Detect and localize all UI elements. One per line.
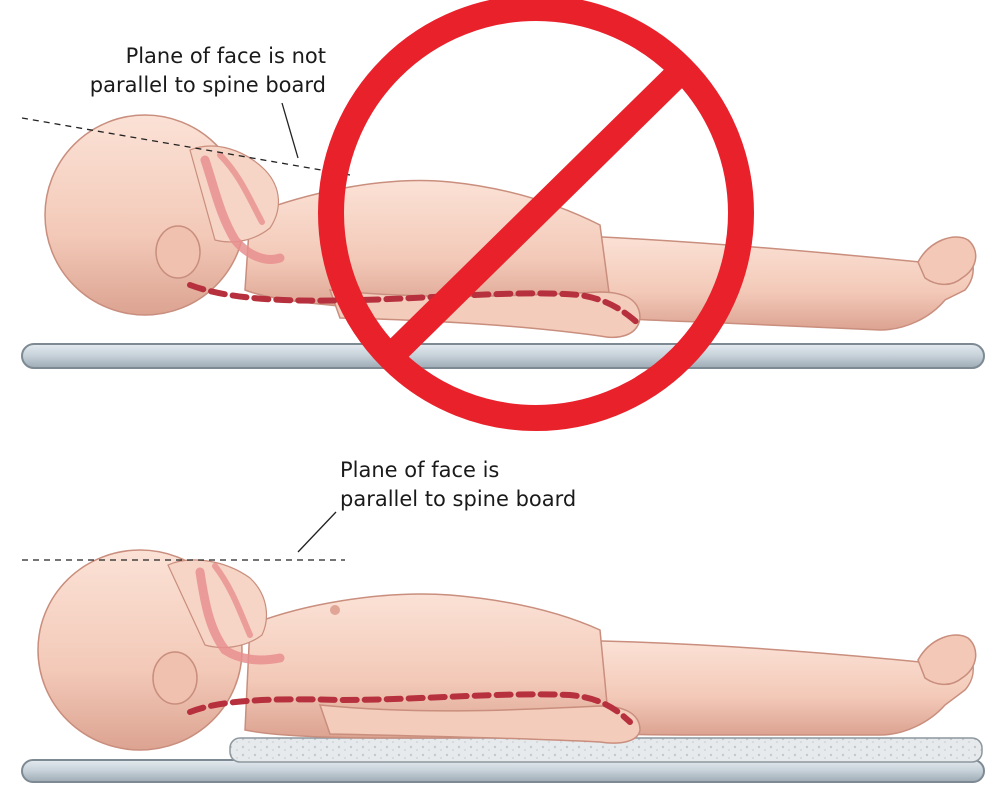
annotation-not-parallel-line2: parallel to spine board xyxy=(90,71,326,100)
infant-figure-bottom xyxy=(38,550,976,750)
annotation-not-parallel: Plane of face is not parallel to spine b… xyxy=(90,42,326,100)
leader-line-bottom xyxy=(298,512,336,552)
annotation-parallel-line2: parallel to spine board xyxy=(340,485,576,514)
annotation-not-parallel-line1: Plane of face is not xyxy=(90,42,326,71)
annotation-parallel: Plane of face is parallel to spine board xyxy=(340,456,576,514)
spine-board-bottom xyxy=(22,760,984,782)
spine-board-top xyxy=(22,344,984,368)
leader-line-top xyxy=(282,103,298,158)
annotation-parallel-line1: Plane of face is xyxy=(340,456,576,485)
bottom-panel xyxy=(22,512,984,782)
